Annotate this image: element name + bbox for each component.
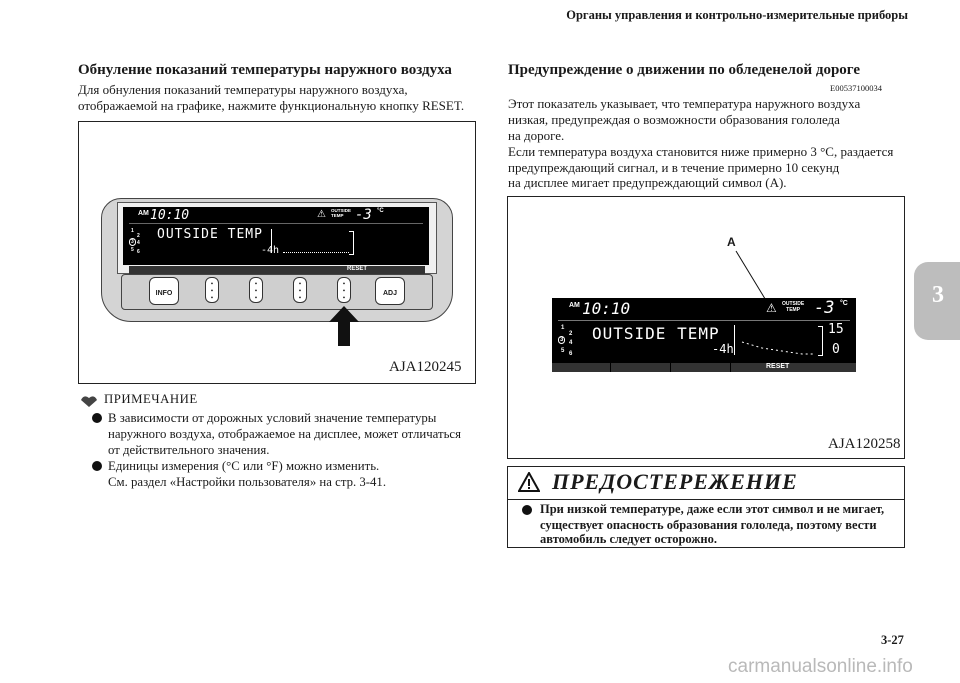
gear-2: 2 (569, 331, 573, 337)
section-title-reset: Обнуление показаний температуры наружног… (78, 62, 452, 78)
clock-display: 10:10 (150, 208, 190, 223)
page-number: 3-27 (881, 633, 904, 647)
warning-line-2: существует опасность образования гололед… (540, 518, 877, 532)
function-button-2[interactable]: ••• (249, 277, 263, 303)
clock-display: 10:10 (582, 299, 631, 318)
gear-5: 5 (131, 247, 134, 253)
graph-axis (734, 325, 735, 355)
callout-leader-line (735, 250, 771, 308)
bullet-icon (92, 413, 102, 423)
icy-para-line-4: Если температура воздуха становится ниже… (508, 144, 894, 159)
figure-code: AJA120245 (389, 359, 462, 375)
section-code: E00537100034 (830, 83, 882, 93)
note-item-2: Единицы измерения (°С или °F) можно изме… (92, 459, 379, 475)
outside-temp-value: -3 (355, 207, 372, 223)
warning-line-1: При низкой температуре, даже если этот с… (540, 502, 885, 516)
softkey-label-bar: RESET (552, 363, 856, 372)
outside-label-line-2: TEMP (786, 307, 801, 313)
lcd-divider (129, 223, 423, 224)
icy-para-line-3: на дороге. (508, 128, 565, 143)
outside-label-line-1: OUTSIDE (331, 208, 352, 213)
section-title-icy-road: Предупреждение о движении по обледенелой… (508, 62, 861, 78)
outside-temp-text: OUTSIDE TEMP (592, 324, 720, 343)
gear-1: 1 (131, 228, 134, 234)
gear-6: 6 (137, 249, 140, 255)
graph-bracket (349, 231, 354, 255)
graph-axis (271, 229, 272, 253)
warning-title: ПРЕДОСТЕРЕЖЕНИЕ (552, 469, 798, 494)
outside-label-line-2: TEMP (331, 213, 344, 218)
icy-para-line-1: Этот показатель указывает, что температу… (508, 96, 861, 111)
softkey-label-bar: RESET (129, 266, 425, 274)
temp-unit: °C (377, 208, 384, 214)
warning-header (508, 467, 904, 500)
reset-function-button[interactable]: ••• (337, 277, 351, 303)
gear-3: 3 (129, 238, 136, 246)
warning-triangle-icon (518, 472, 540, 492)
graph-bracket (818, 326, 823, 356)
note-item-1-line-3: от действительного значения. (108, 443, 270, 457)
temp-unit: °C (840, 300, 848, 307)
graph-time-label: -4h (261, 245, 280, 256)
icy-para-line-5: предупреждающий сигнал, и в течение прим… (508, 160, 840, 175)
gear-1: 1 (561, 325, 565, 331)
note-item-1-line-1: В зависимости от дорожных условий значен… (108, 411, 437, 425)
gear-4: 4 (569, 340, 573, 346)
note-item-2-line-1: Единицы измерения (°С или °F) можно изме… (108, 459, 380, 473)
graph-trace (741, 341, 814, 355)
gear-3: 3 (558, 336, 566, 344)
adj-button[interactable]: ADJ (375, 277, 405, 305)
note-icon (81, 396, 97, 407)
chapter-tab: 3 (914, 262, 960, 340)
bullet-icon (522, 505, 532, 515)
gear-5: 5 (561, 348, 565, 354)
chapter-number: 3 (932, 282, 944, 308)
note-item-1: В зависимости от дорожных условий значен… (92, 411, 436, 427)
outside-temp-value: -3 (814, 298, 835, 318)
note-item-1-line-2: наружного воздуха, отображаемое на диспл… (108, 427, 461, 441)
graph-trace (283, 252, 349, 253)
note-title: ПРИМЕЧАНИЕ (104, 392, 198, 406)
gear-6: 6 (569, 351, 573, 357)
reset-softkey-label: RESET (766, 363, 790, 370)
running-header: Органы управления и контрольно-измерител… (566, 8, 908, 22)
bullet-icon (92, 461, 102, 471)
function-button-1[interactable]: ••• (205, 277, 219, 303)
softkey-divider-1 (610, 363, 611, 372)
am-indicator: AM (569, 302, 580, 309)
note-item-2-line-2: См. раздел «Настройки пользователя» на с… (108, 475, 387, 489)
ice-warning-icon: ⚠ (317, 209, 326, 220)
reset-intro-line-1: Для обнуления показаний температуры нару… (78, 82, 408, 97)
gear-4: 4 (137, 240, 140, 246)
gear-2: 2 (137, 233, 140, 239)
softkey-divider-3 (730, 363, 731, 372)
graph-scale-top: 15 (828, 322, 844, 337)
outside-temp-text: OUTSIDE TEMP (157, 227, 263, 242)
icy-para-line-2: низкая, предупреждая о возможности образ… (508, 112, 840, 127)
lcd-divider (558, 320, 850, 321)
outside-label-line-1: OUTSIDE (782, 301, 805, 307)
reset-softkey-label: RESET (347, 266, 368, 272)
info-button[interactable]: INFO (149, 277, 179, 305)
ice-warning-icon: ⚠ (766, 301, 777, 315)
figure-code: AJA120258 (828, 436, 901, 452)
warning-line-3: автомобиль следует осторожно. (540, 532, 717, 546)
graph-time-label: -4h (712, 342, 734, 356)
function-button-3[interactable]: ••• (293, 277, 307, 303)
callout-a: A (727, 235, 736, 249)
softkey-divider-2 (670, 363, 671, 372)
watermark-text: carmanualsonline.info (728, 656, 913, 677)
warning-box: ПРЕДОСТЕРЕЖЕНИЕ При низкой температуре, … (507, 466, 905, 548)
icy-para-line-6: на дисплее мигает предупреждающий символ… (508, 175, 787, 190)
press-arrow-icon (329, 306, 359, 346)
graph-scale-bottom: 0 (832, 342, 840, 357)
am-indicator: AM (138, 210, 149, 217)
reset-intro-line-2: отображаемой на графике, нажмите функцио… (78, 98, 465, 113)
